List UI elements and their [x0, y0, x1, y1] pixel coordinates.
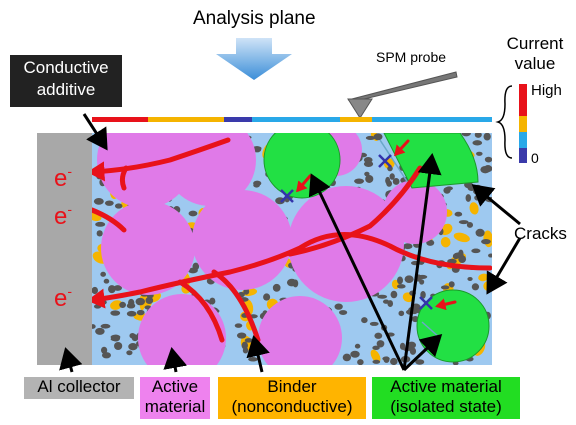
electron-paths [92, 137, 492, 343]
legend-binder: Binder (nonconductive) [218, 377, 366, 419]
current-bar-segment-3 [252, 117, 340, 122]
al-collector [37, 133, 92, 365]
electron-label-1: e- [54, 163, 72, 192]
small-red-arrows [296, 139, 457, 311]
current-bar-segment-2 [224, 117, 252, 122]
conductive-additive-label: Conductive additive [10, 55, 122, 107]
analysis-plane-label: Analysis plane [193, 8, 316, 29]
electron-label-3: e- [54, 283, 72, 312]
current-bar-segment-5 [372, 117, 492, 122]
current-value-label: Current value [506, 34, 564, 73]
spm-probe-label: SPM probe [376, 49, 447, 65]
blocked-markers [280, 154, 433, 310]
legend-active-material: Active material [140, 377, 210, 419]
current-bar-segment-4 [340, 117, 372, 122]
scale-high-label: High [531, 82, 562, 99]
current-bar-segment-0 [92, 117, 148, 122]
spm-probe-icon [347, 71, 458, 119]
cracks-label: Cracks [514, 224, 567, 243]
electron-labels: e- e- e- [54, 163, 72, 312]
analysis-plane-arrow [216, 38, 292, 80]
legend-isolated-active-material: Active material (isolated state) [372, 377, 520, 419]
current-bar-segment-1 [148, 117, 224, 122]
current-value-bar [92, 117, 492, 122]
pointer-arrows [59, 113, 522, 373]
electron-label-2: e- [54, 201, 72, 230]
scale-zero-label: 0 [531, 150, 539, 166]
electrode-cross-section [37, 133, 492, 365]
legend-al-collector: Al collector [24, 377, 134, 399]
current-scale-bar [519, 84, 527, 163]
scale-brace [495, 85, 513, 159]
